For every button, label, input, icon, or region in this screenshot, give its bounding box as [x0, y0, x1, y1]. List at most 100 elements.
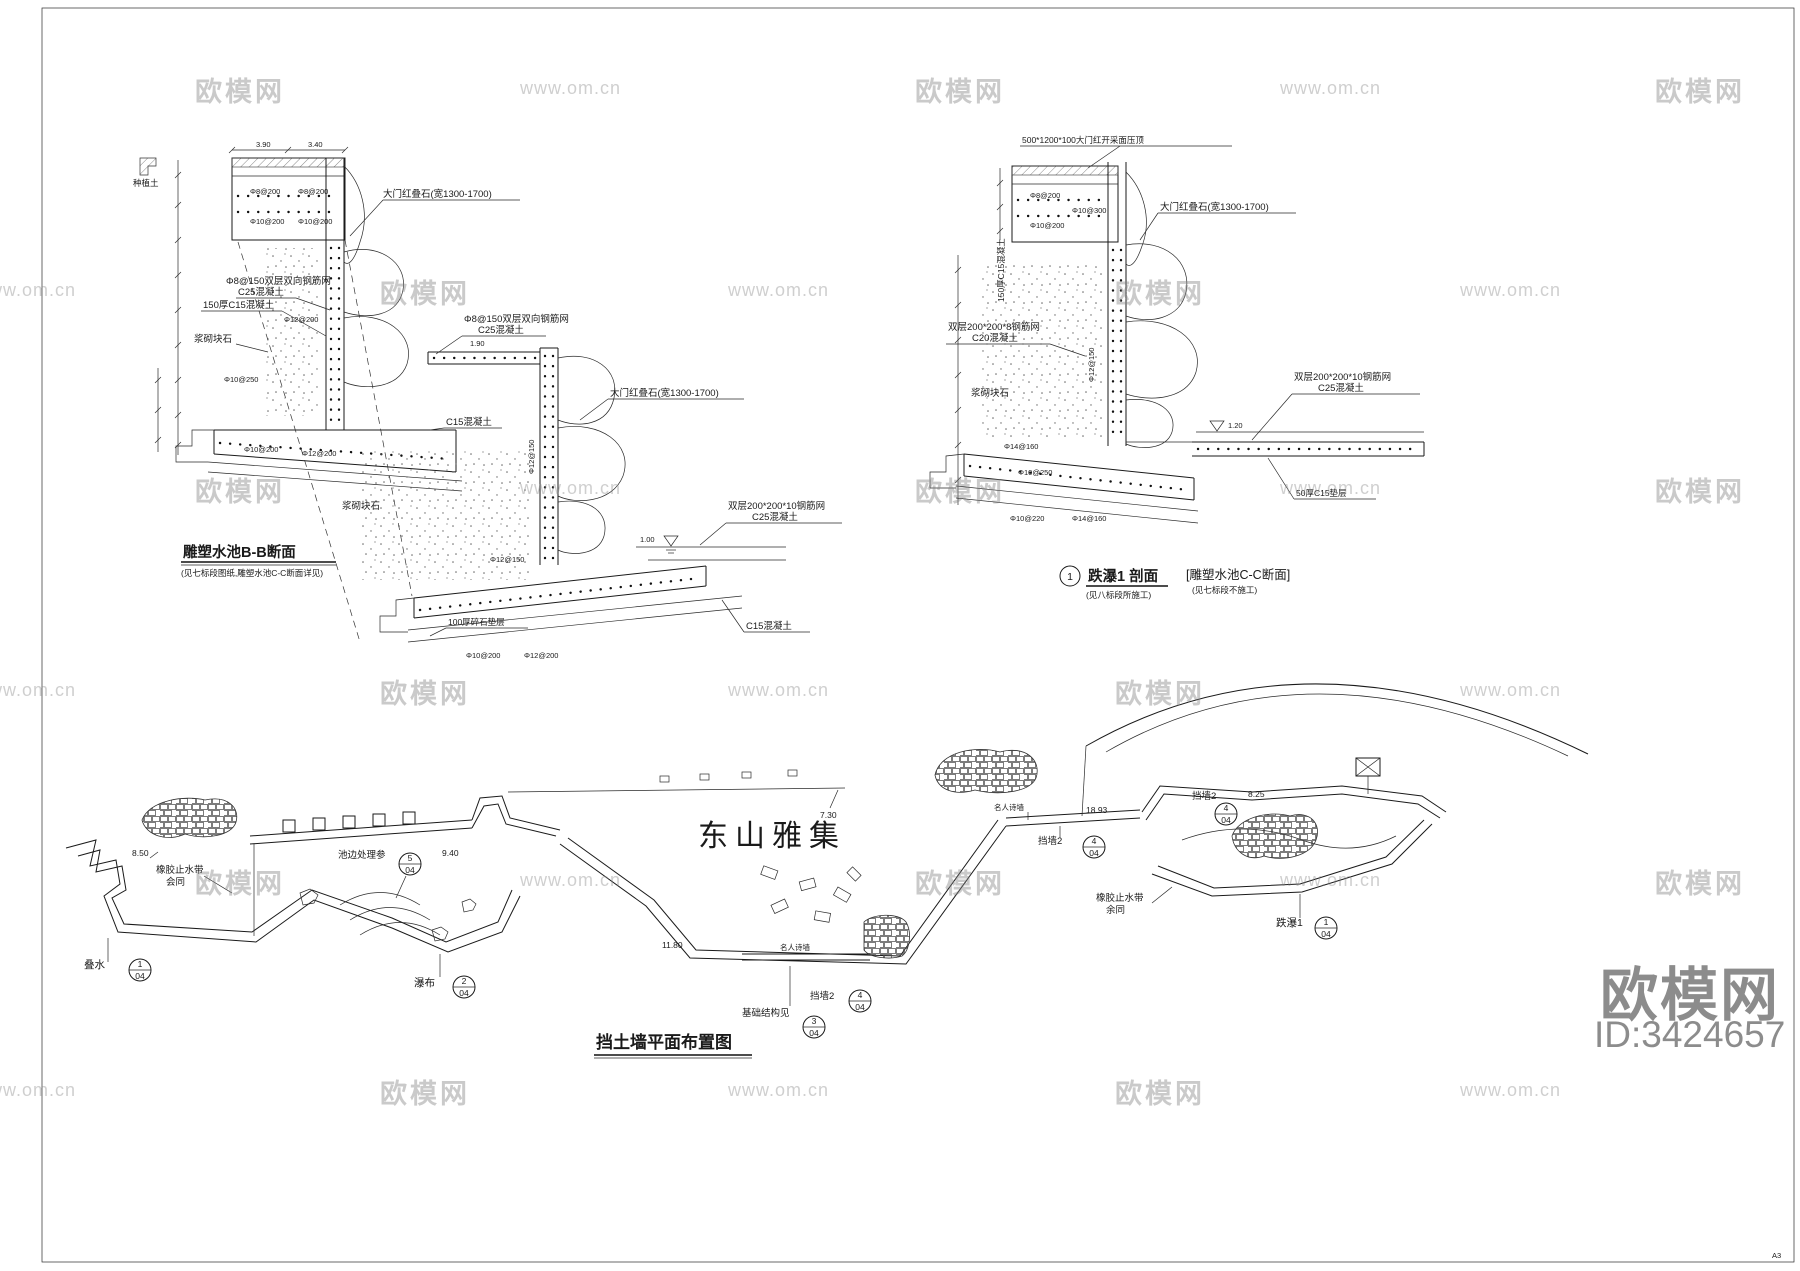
plan-left-pool [65, 839, 521, 953]
svg-text:1: 1 [138, 959, 143, 969]
cc-rebar-f4: Φ14@160 [1072, 514, 1106, 523]
cc-label-c15-150: 150厚C15混凝土 [996, 238, 1006, 302]
bb-label-rubble-lower: 浆砌块石 [342, 500, 380, 512]
svg-text:2: 2 [462, 976, 467, 986]
cc-rebar-cap-1: Φ8@200 [1030, 191, 1060, 200]
svg-text:3: 3 [812, 1016, 817, 1026]
detail-bubble-pubu: 2 04 [452, 975, 476, 999]
detail-bubble-wall-b: 4 04 [1214, 802, 1238, 826]
bb-label-mesh-mid: Φ8@150双层双向钢筋网 [464, 313, 569, 325]
rock-icon [431, 926, 449, 942]
cc-rubble-fill [980, 262, 1102, 438]
bb-title: 雕塑水池B-B断面 [183, 543, 296, 561]
plan-curved-wall [1081, 683, 1589, 817]
detail-bubble-edge: 5 04 [398, 852, 422, 876]
bb-dim-1: 3.90 [256, 140, 271, 149]
cc-label-cap: 500*1200*100大门红开采面压顶 [1022, 135, 1144, 145]
bb-construction-line [237, 241, 361, 643]
bb-annotations: 大门红叠石(宽1300-1700) Φ8@150双层双向钢筋网 C25混凝土 1… [194, 188, 842, 637]
detail-bubble-foundation: 3 04 [802, 1015, 826, 1039]
plan-upper-wall [249, 795, 561, 845]
label-yutong: 余同 [1106, 904, 1125, 916]
label-rubber-2: 橡胶止水带 [1096, 892, 1144, 904]
label-rubber-1: 橡胶止水带 [156, 864, 204, 876]
svg-text:1: 1 [1324, 917, 1329, 927]
bb-footing-lower: Φ12@150 Φ10@200 Φ12@200 [379, 555, 786, 660]
bb-dim-3: 1.90 [470, 339, 485, 348]
bb-construction-line-2 [344, 239, 413, 597]
bb-label-mesh-top: Φ8@150双层双向钢筋网 [226, 275, 331, 287]
bb-rebar-cap-2: Φ10@200 [250, 217, 284, 226]
bb-lower-wall [539, 347, 559, 565]
cc-note: (见八标段所施工) [1086, 590, 1151, 600]
label-foundation: 基础结构见 [742, 1007, 790, 1019]
cc-right-slab: 1.20 双层200*200*10钢筋网 C25混凝土 50厚C15垫层 [1192, 371, 1425, 500]
water-level-icon [663, 535, 679, 547]
plan-view: 7.30 8.50 橡胶止水带 会同 池边处理参 5 04 [65, 683, 1589, 1059]
bb-water-level: 1.00 [636, 535, 786, 554]
cc-rock-boulders [1125, 243, 1198, 448]
cc-label-stone: 大门红叠石(宽1300-1700) [1160, 201, 1269, 213]
sheet-frame: A3 [41, 7, 1795, 1263]
cc-dim-1: 1.20 [1228, 421, 1243, 430]
bb-rebar-cap-3: Φ8@200 [298, 187, 328, 196]
bb-rock-boulders [343, 249, 409, 387]
bb-rebar-f1a: Φ10@200 [244, 445, 278, 454]
label-wall2-a: 挡墙2 [1038, 835, 1062, 847]
svg-text:4: 4 [1224, 803, 1229, 813]
label-diepu: 跌瀑1 [1276, 916, 1303, 929]
stacked-stone-profile [1125, 171, 1147, 266]
plan-right-pool [1141, 757, 1447, 897]
waterfall-curves [339, 892, 441, 936]
cc-alt-note: (见七标段不施工) [1192, 585, 1257, 595]
detail-bubble-dieshui: 1 04 [128, 958, 152, 982]
stone-cluster [1231, 813, 1318, 859]
bb-title-block: 雕塑水池B-B断面 (见七标段图纸,雕塑水池C-C断面详见) [181, 543, 336, 578]
bb-note: (见七标段图纸,雕塑水池C-C断面详见) [181, 568, 323, 578]
bb-rebar-f2b: Φ10@200 [466, 651, 500, 660]
label-wall2-b: 挡墙2 [1192, 790, 1216, 802]
plan-title: 挡土墙平面布置图 [596, 1032, 732, 1052]
cc-label-c25: C25混凝土 [1318, 382, 1364, 394]
sheet-size-label: A3 [1772, 1251, 1781, 1260]
bb-label-gravel: 100厚碎石垫层 [448, 617, 505, 627]
label-dieshui: 叠水 [84, 959, 105, 971]
bb-label-stone-mid: 大门红叠石(宽1300-1700) [610, 387, 719, 399]
plan-bottom-labels: 挡墙2 4 04 基础结构见 3 04 [742, 966, 872, 1039]
cc-rebar-f3: Φ10@220 [1010, 514, 1044, 523]
bb-cap-block: Φ8@200 Φ10@200 Φ8@200 Φ10@200 [231, 157, 346, 241]
svg-text:04: 04 [1221, 815, 1231, 825]
cc-label-mesh8: 双层200*200*8钢筋网 [948, 321, 1040, 333]
detail-bubble-wall-a: 4 04 [1082, 835, 1106, 859]
stone-cluster [863, 914, 910, 959]
cc-annotations-left: 大门红叠石(宽1300-1700) 双层200*200*8钢筋网 C20混凝土 … [946, 201, 1296, 399]
cc-dimension-chain [954, 168, 1004, 505]
cc-label-c20: C20混凝土 [972, 332, 1018, 344]
svg-text:4: 4 [858, 990, 863, 1000]
bb-rebar-cap-1: Φ8@200 [250, 187, 280, 196]
plan-middle-pool: 东山雅集 名人诗墙 11.80 [559, 809, 1141, 965]
svg-text:04: 04 [1089, 848, 1099, 858]
bb-rebar-cap-4: Φ10@200 [298, 217, 332, 226]
stone-cluster [934, 749, 1038, 794]
stacked-stone-profile [343, 165, 365, 264]
bb-rebar-f2c: Φ12@200 [524, 651, 558, 660]
label-pool-edge: 池边处理参 [338, 849, 386, 861]
bb-dimension-chain: 3.90 3.40 [154, 140, 349, 455]
cc-title: 跌瀑1 剖面 [1088, 567, 1158, 585]
cc-rebar-wall: Φ12@150 [1087, 348, 1096, 382]
svg-text:04: 04 [405, 865, 415, 875]
detail-bubble-wall-c: 4 04 [848, 989, 872, 1013]
rock-icon [461, 898, 477, 913]
cc-cap-block: Φ8@200 Φ10@200 Φ10@300 [1011, 165, 1119, 243]
label-poem-wall-2: 名人诗墙 [994, 802, 1024, 812]
cc-retaining-wall [1107, 162, 1147, 446]
bb-label-c15-150: 150厚C15混凝土 [203, 299, 275, 311]
bb-label-c25-top: C25混凝土 [238, 286, 284, 298]
elevation-940: 9.40 [442, 848, 459, 858]
svg-text:04: 04 [135, 971, 145, 981]
stone-cluster [141, 797, 238, 838]
cc-title-block: 1 跌瀑1 剖面 (见八标段所施工) [雕塑水池C-C断面] (见七标段不施工) [1059, 565, 1290, 600]
bb-dim-4: 1.00 [640, 535, 655, 544]
